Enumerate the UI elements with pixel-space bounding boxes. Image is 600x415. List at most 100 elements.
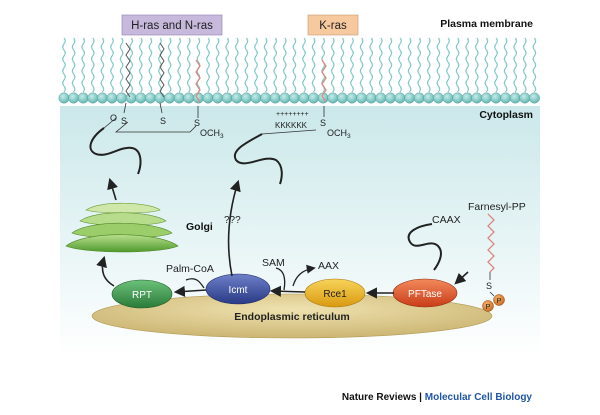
lipid-tail (244, 37, 249, 93)
lipid-head (500, 92, 512, 104)
lipid-head (77, 92, 89, 104)
lipid-head (327, 92, 339, 104)
lipid-head (308, 92, 320, 104)
lipid-tail (330, 37, 335, 93)
palmitoyl-chain-1 (125, 42, 131, 98)
hras-s2-label: S (160, 116, 166, 126)
lipid-tail (340, 37, 345, 93)
farnesyl-chain-hras (195, 59, 201, 103)
kras-backbone (261, 129, 317, 135)
arrow-to-pftase (454, 271, 469, 285)
golgi-apparatus (65, 202, 179, 253)
lipid-head (58, 92, 70, 104)
lipid-tail (503, 37, 508, 93)
lipid-tail (138, 37, 143, 93)
lipid-head (269, 92, 281, 104)
lipid-tail (71, 37, 76, 93)
arrow-icmt-to-rpt (173, 285, 207, 297)
lipid-tail (436, 37, 441, 93)
lipid-tail (417, 37, 422, 93)
lipid-head (250, 92, 262, 104)
lipid-head (471, 92, 483, 104)
lipid-tail (532, 37, 537, 93)
lipid-tail (177, 37, 182, 93)
lipid-head (442, 92, 454, 104)
lipid-head (125, 92, 137, 104)
lipid-tail (282, 37, 287, 93)
lipid-head (365, 92, 377, 104)
lipid-head (528, 92, 540, 104)
lipid-tail (273, 37, 278, 93)
lipid-tail (474, 37, 479, 93)
cytoplasm-label: Cytoplasm (479, 109, 533, 121)
hras-nras-box (121, 14, 223, 36)
lipid-head (87, 92, 99, 104)
lipid-head (240, 92, 252, 104)
rce1-label: Rce1 (323, 289, 347, 300)
rpt-label: RPT (132, 290, 152, 301)
lipid-tail (350, 37, 354, 93)
arrow-rpt-to-golgi (96, 255, 115, 287)
lipid-head (404, 92, 416, 104)
unknown-route-label: ??? (224, 215, 241, 226)
kras-box (307, 14, 359, 36)
lipid-tail (234, 37, 239, 93)
lipid-head (221, 92, 233, 104)
lipid-head (356, 92, 368, 104)
kras-charges: ++++++++ (276, 111, 309, 118)
lipid-tail (225, 37, 230, 93)
sam-label: SAM (262, 257, 285, 269)
lipid-head (279, 92, 291, 104)
phosphate-link (489, 291, 495, 297)
hras-s3-label: S (194, 118, 200, 128)
arrow-palmcoa-input (185, 278, 205, 289)
lipid-head (461, 92, 473, 104)
lipid-tail (81, 37, 86, 93)
hras-link-1 (123, 102, 127, 114)
phosphate-2-label: P (485, 302, 490, 311)
lipid-head (452, 92, 464, 104)
rce1-enzyme: Rce1 (304, 278, 366, 308)
lipid-head (212, 92, 224, 104)
lipid-head (144, 92, 156, 104)
kras-s-label: S (320, 118, 326, 128)
lipid-tail (254, 37, 258, 93)
hras-o-label: O (110, 113, 117, 123)
lipid-tail (484, 37, 489, 93)
lipid-tail (167, 37, 172, 93)
farnesyl-chain-kras (321, 59, 327, 103)
lipid-head (106, 92, 118, 104)
hras-link-2 (159, 102, 163, 114)
lipid-head (298, 92, 310, 104)
arrow-icmt-to-membrane (227, 179, 241, 277)
palmitoyl-chain-2 (159, 42, 165, 98)
pftase-label: PFTase (408, 289, 442, 300)
lipid-tail (378, 37, 383, 93)
lipid-head (231, 92, 243, 104)
lipid-head (423, 92, 435, 104)
lipid-tail (369, 37, 374, 93)
lipid-tail (465, 37, 470, 93)
arrow-golgi-to-membrane (107, 177, 118, 201)
kras-lysines: KKKKKK (275, 121, 308, 130)
lipid-tail (100, 37, 105, 93)
phosphate-1-label: P (496, 296, 501, 305)
lipid-head (260, 92, 272, 104)
lipid-head (375, 92, 387, 104)
lipid-tail (129, 37, 134, 93)
lipid-tail (215, 37, 220, 93)
kras-protein (233, 133, 283, 185)
lipid-tail (110, 37, 114, 93)
farnesyl-pp-chain (487, 213, 495, 273)
lipid-tail (407, 37, 412, 93)
lipid-tail (302, 37, 306, 93)
lipid-tail (311, 37, 316, 93)
lipid-tail (62, 37, 66, 93)
arrow-sam-input (275, 267, 286, 291)
caax-label: CAAX (432, 214, 461, 226)
lipid-tail (494, 37, 498, 93)
caax-protein (407, 223, 442, 271)
phosphate-2 (482, 300, 494, 312)
lipid-head (192, 92, 204, 104)
lipid-tail (398, 37, 402, 93)
